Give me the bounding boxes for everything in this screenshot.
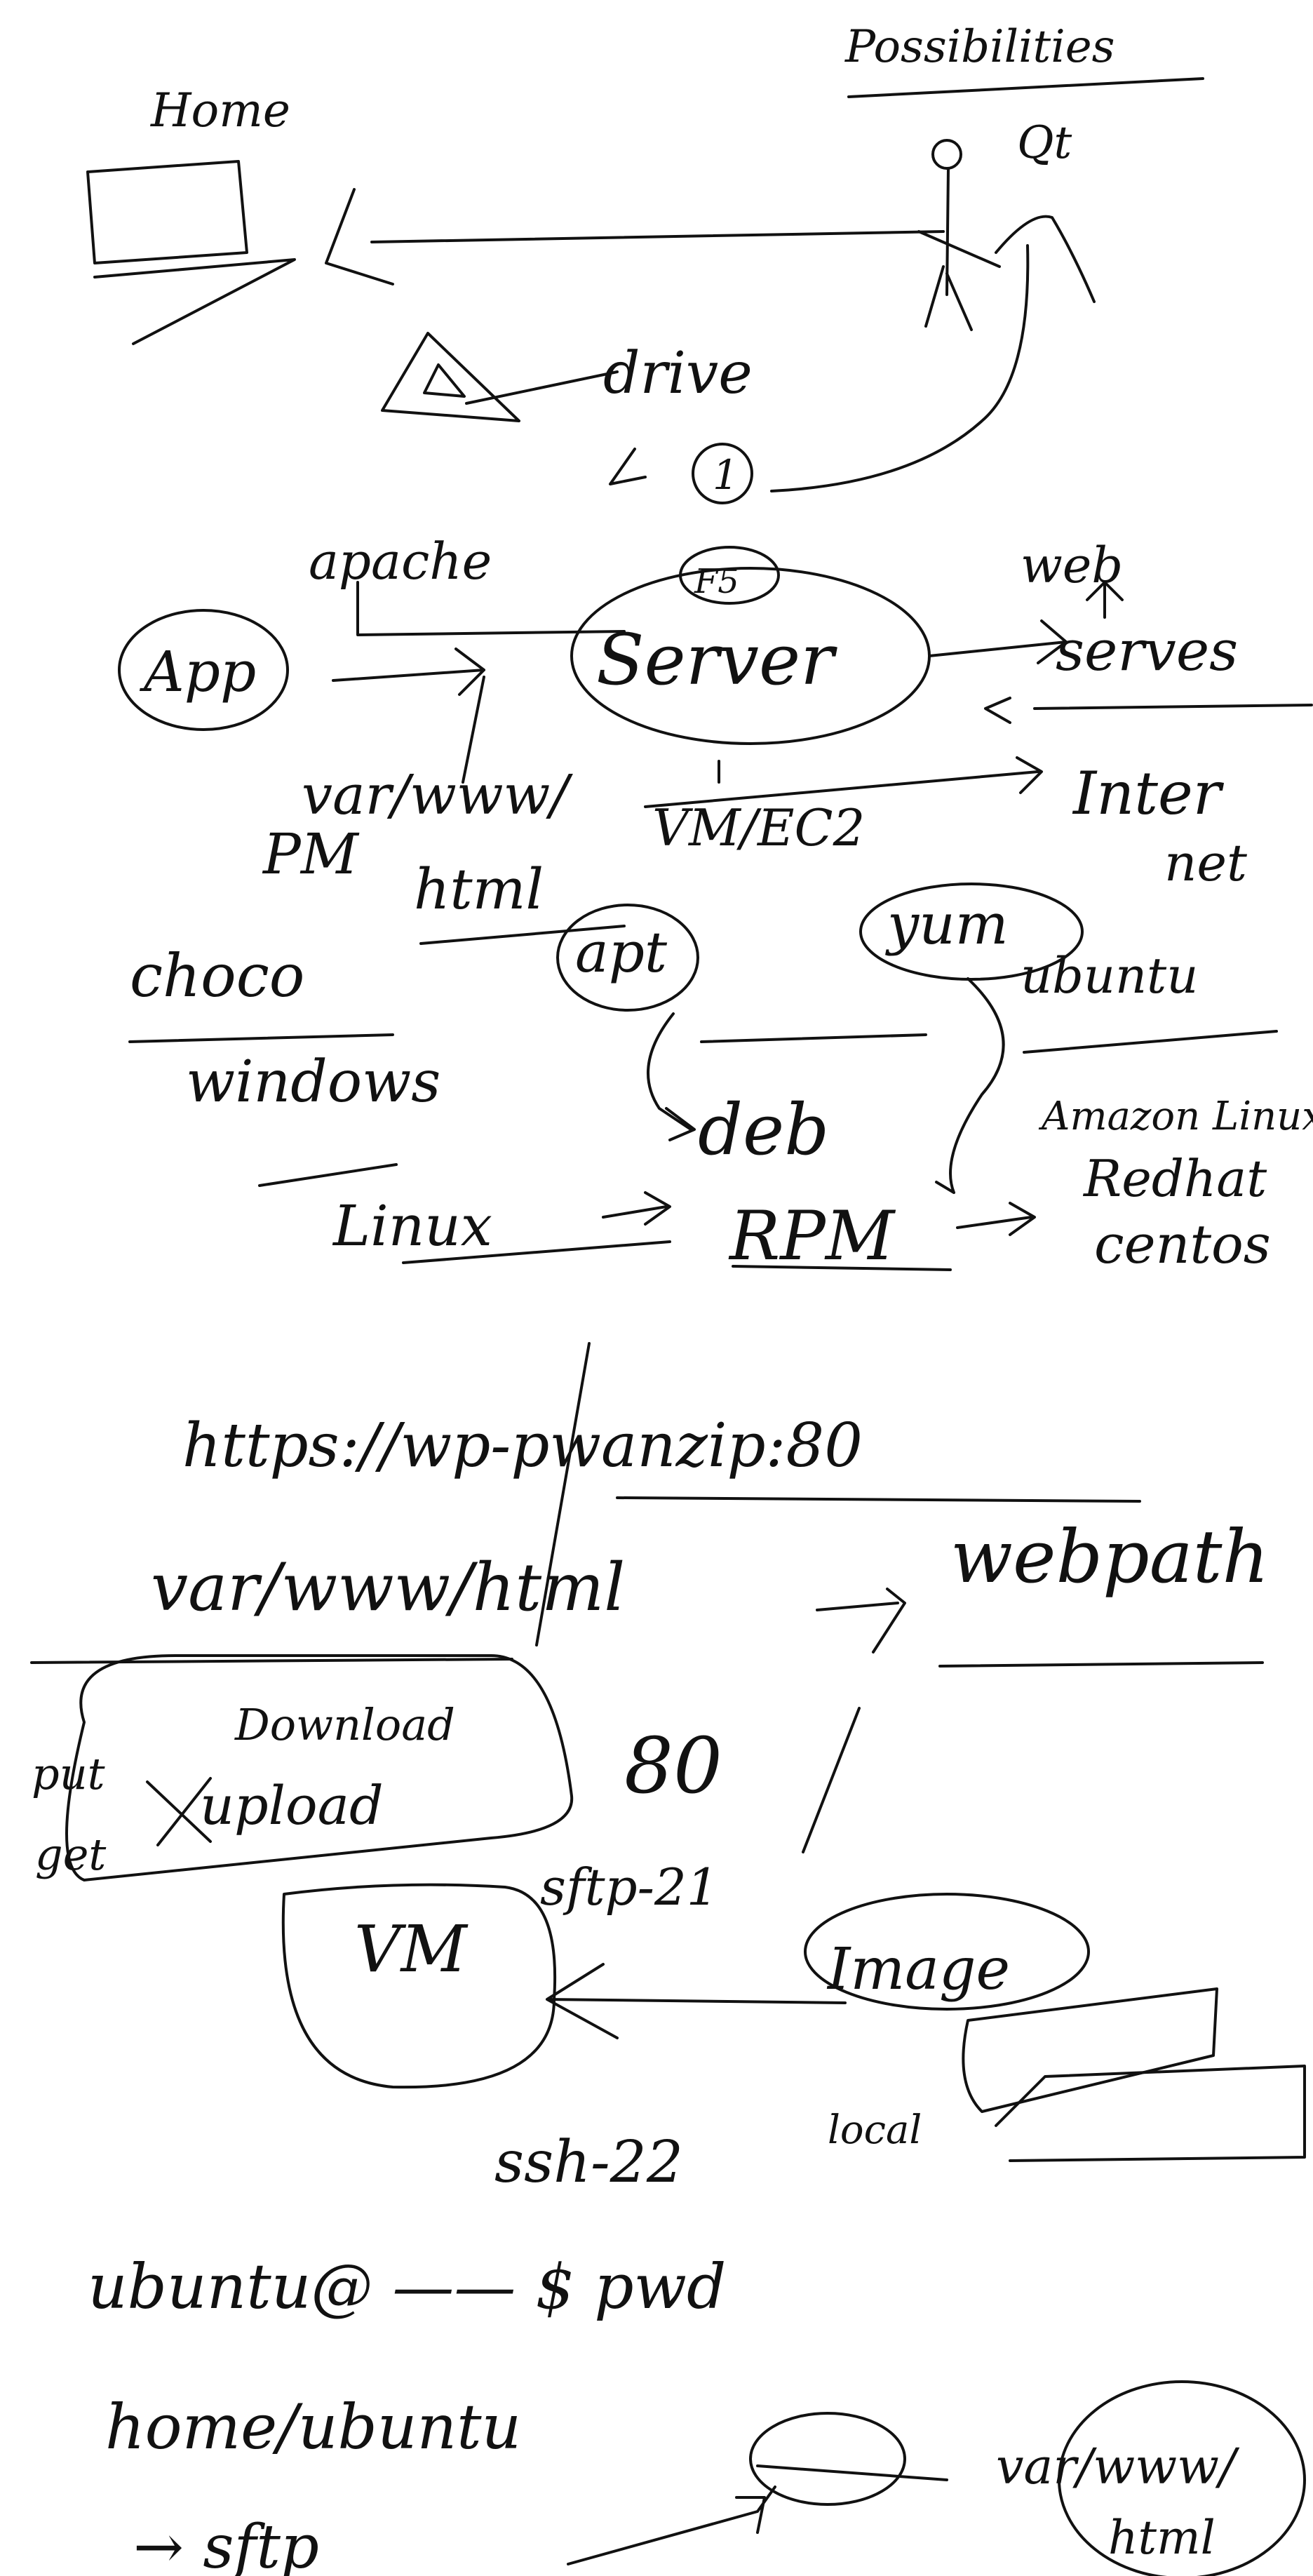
ubuntu-label: ubuntu — [1021, 947, 1198, 1005]
get-label: get — [35, 1829, 106, 1880]
choco-label: choco — [130, 941, 304, 1010]
laptop-screen — [86, 160, 248, 264]
sftp-21-label: sftp-21 — [540, 1858, 719, 1917]
yum-ellipse — [859, 883, 1084, 981]
internet-label: Inter — [1072, 759, 1225, 828]
apache-connector — [356, 581, 626, 636]
rpm-underline — [732, 1265, 952, 1271]
section-divider — [30, 1658, 513, 1664]
port-80-label: 80 — [624, 1721, 722, 1811]
html2-label: html — [1108, 2511, 1216, 2565]
person-icon — [917, 167, 1001, 331]
ssh-22-label: ssh-22 — [494, 2129, 683, 2196]
arrowhead-laptop — [325, 188, 394, 286]
one-circle — [692, 443, 753, 504]
arrow-person-to-laptop — [370, 230, 945, 243]
home-ubuntu-label: home/ubuntu — [105, 2391, 521, 2463]
drive-connector — [465, 370, 619, 405]
port-divider — [802, 1707, 861, 1853]
arrow-linux — [602, 1191, 671, 1226]
deb-label: deb — [698, 1089, 829, 1171]
yum-label: yum — [885, 892, 1009, 957]
vm-ec2-label: VM/EC2 — [652, 798, 865, 857]
possibilities-underline — [847, 77, 1204, 98]
var-www-html-label: var/www/html — [151, 1550, 625, 1626]
var-www-ellipse — [1058, 2380, 1306, 2576]
html-label: html — [414, 857, 544, 922]
app-ellipse — [118, 609, 289, 731]
net-label: net — [1164, 833, 1248, 892]
prompt-label: ubuntu@ —— $ pwd — [88, 2250, 726, 2323]
var-www-label: var/www/ — [302, 764, 573, 827]
amazon-linux-label: Amazon Linux — [1038, 1094, 1313, 1139]
drive-inner-triangle — [423, 363, 466, 398]
upload-label: upload — [200, 1774, 384, 1837]
apt-underline — [700, 1033, 927, 1043]
stack-box-front — [995, 2065, 1306, 2162]
html-underline — [419, 925, 626, 945]
apache-label: apache — [309, 532, 492, 591]
apt-label: apt — [575, 920, 668, 985]
laptop-base — [93, 258, 296, 345]
arrow-sftp — [567, 2486, 776, 2565]
windows-underline — [258, 1163, 398, 1187]
one-tick — [609, 448, 647, 485]
url-label: https://wp-pwanzip:80 — [182, 1411, 863, 1481]
arrow-to-webpath — [816, 1588, 906, 1653]
arrow-image-to-vm — [546, 1963, 847, 2039]
arrow-yum-to-rpm — [935, 977, 1005, 1194]
possibilities-label: Possibilities — [844, 21, 1115, 73]
one-label: 1 — [713, 451, 739, 499]
transfer-box — [65, 1654, 574, 1881]
linux-label: Linux — [332, 1193, 492, 1259]
apt-ellipse — [556, 904, 699, 1012]
arrow-server-to-web — [928, 619, 1068, 664]
webpath-underline — [938, 1661, 1264, 1668]
vm-label: VM — [354, 1912, 469, 1987]
rpm-label: RPM — [728, 1197, 896, 1275]
vm-box — [281, 1883, 557, 2089]
home-label: Home — [150, 83, 290, 137]
drive-label: drive — [603, 340, 753, 407]
person-arm-icon — [995, 215, 1096, 303]
url-divider — [535, 1342, 591, 1646]
qt-label: Qt — [1017, 117, 1072, 169]
arrow-apt-to-deb — [647, 1012, 696, 1141]
cross-icon — [146, 1777, 212, 1846]
home-connector — [756, 2464, 948, 2481]
download-label: Download — [234, 1699, 455, 1750]
arrow-back-to-server — [984, 697, 1313, 724]
local-label: local — [828, 2107, 922, 2153]
server-down-line — [462, 676, 485, 784]
app-label: App — [139, 639, 256, 704]
linux-underline — [402, 1240, 671, 1264]
redhat-label: Redhat — [1082, 1149, 1267, 1208]
sftp-label: → sftp — [133, 2512, 319, 2576]
image-label: Image — [826, 1936, 1010, 2003]
ubuntu-underline — [1023, 1030, 1278, 1054]
home-ellipse — [749, 2412, 906, 2506]
serves-label: serves — [1056, 618, 1238, 683]
arrow-vm-to-internet — [644, 756, 1043, 808]
centos-label: centos — [1094, 1213, 1271, 1275]
image-ellipse — [804, 1893, 1090, 2011]
stack-box-back — [962, 1987, 1218, 2113]
webpath-label: webpath — [950, 1514, 1270, 1599]
url-underline — [616, 1496, 1141, 1503]
put-label: put — [32, 1748, 105, 1799]
server-label: Server — [596, 619, 837, 701]
pm-label: PM — [262, 821, 360, 887]
drive-triangle-icon — [381, 332, 520, 422]
web-uparrow — [1086, 581, 1124, 619]
arrow-app-to-server — [332, 648, 485, 696]
windows-label: windows — [186, 1049, 440, 1115]
var-www-2-label: var/www/ — [996, 2438, 1240, 2495]
person-head-icon — [931, 139, 962, 170]
arrow-rpm-to-redhat — [956, 1202, 1036, 1236]
connector-person-to-one — [770, 244, 1030, 492]
choco-underline — [128, 1033, 394, 1043]
